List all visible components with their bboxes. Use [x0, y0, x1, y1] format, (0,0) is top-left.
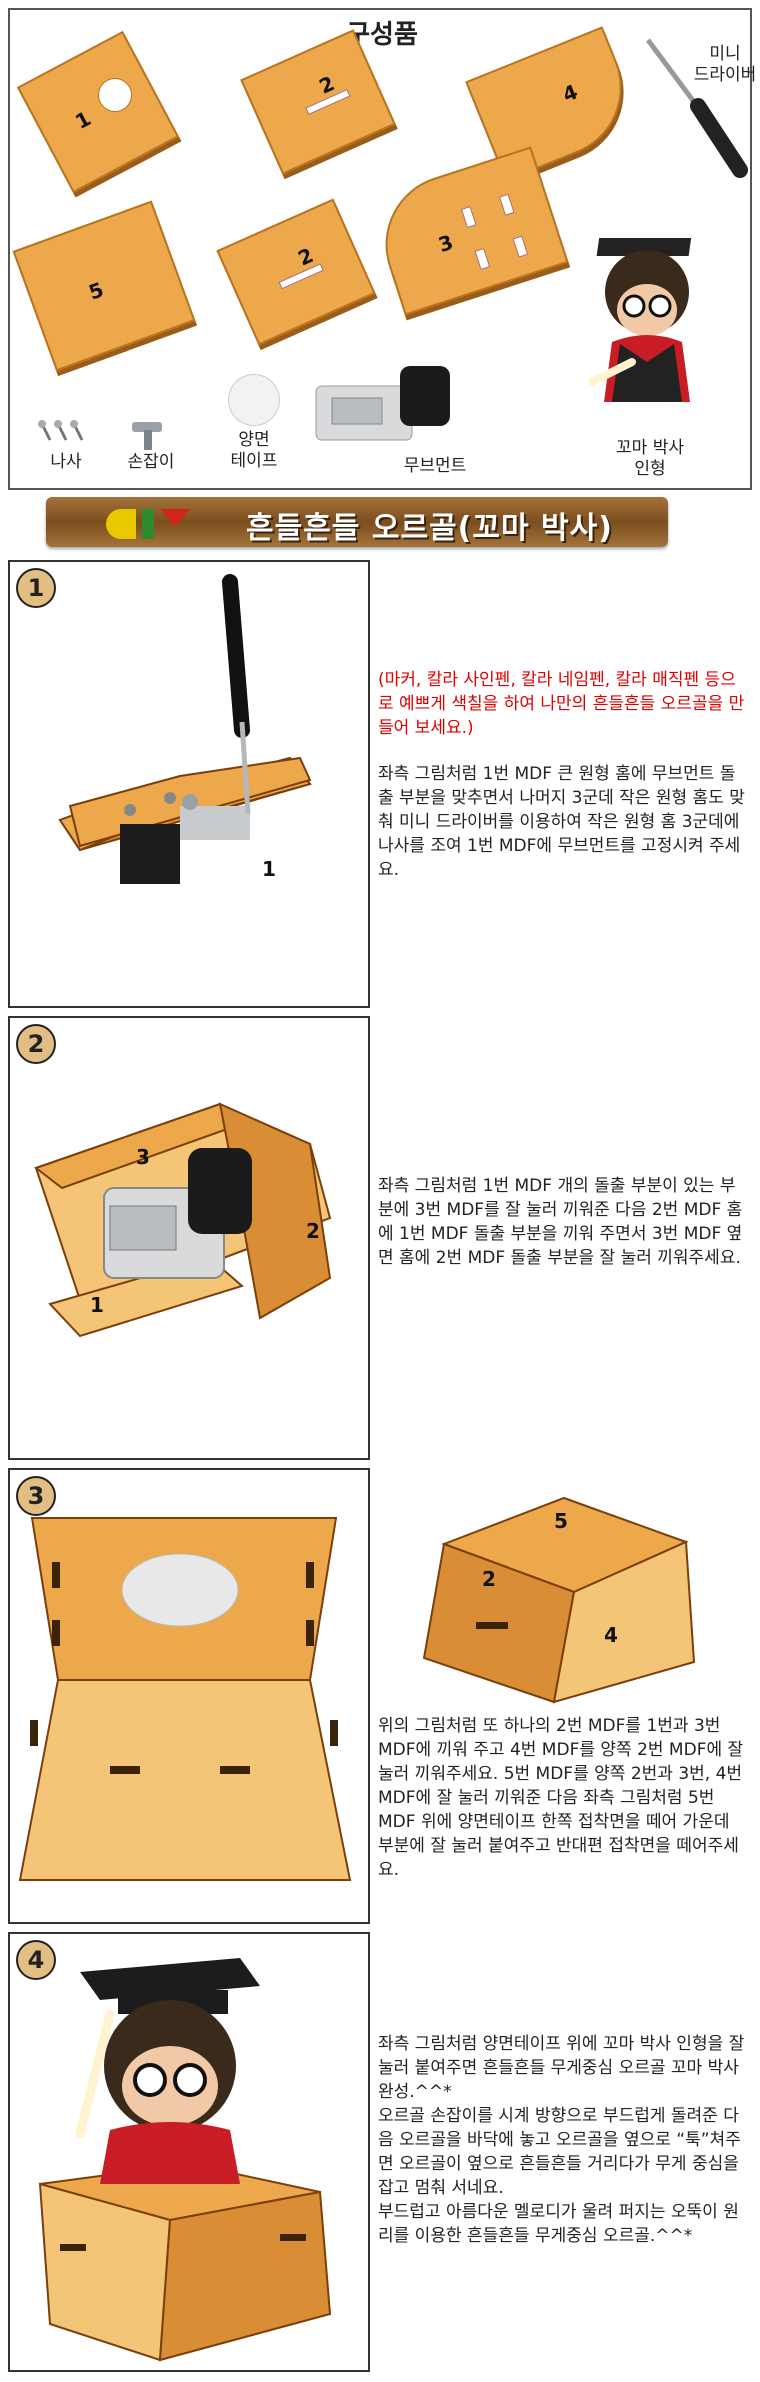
step-1-labels: 1	[262, 857, 276, 881]
doll-label: 꼬마 박사 인형	[616, 438, 684, 479]
step-1-label-1: 1	[262, 857, 276, 881]
mdf-piece-5: 5	[12, 200, 196, 372]
piece-number: 1	[71, 106, 95, 134]
page-title: 흔들흔들 오르골(꼬마 박사)	[246, 511, 613, 546]
screw-label: 나사	[50, 452, 82, 472]
step-4-badge: 4	[16, 1940, 56, 1980]
step-3-image: 3	[8, 1468, 370, 1924]
handle-icon	[132, 422, 162, 450]
title-banner: 흔들흔들 오르골(꼬마 박사)	[46, 497, 668, 547]
screws-icon	[38, 420, 84, 441]
step-4-text: 좌측 그림처럼 양면테이프 위에 꼬마 박사 인형을 잘 눌러 붙여주면 흔들흔…	[378, 2034, 745, 2246]
mdf-piece-2b: 2	[216, 198, 376, 346]
step-2-labels: 3 2 1	[90, 1145, 320, 1317]
step-1-illustration	[58, 574, 312, 884]
mdf-piece-1: 1	[16, 30, 180, 194]
diy-d-icon	[106, 509, 136, 539]
diy-y-icon	[160, 509, 190, 539]
mdf-piece-3: 3	[367, 146, 569, 316]
step-2-illustration	[33, 1102, 332, 1338]
step-3-illustration	[18, 1517, 352, 1881]
step-3-label-2: 2	[482, 1567, 496, 1591]
movement-icon	[315, 366, 450, 441]
piece-number: 5	[85, 277, 107, 305]
tape-icon	[228, 374, 280, 426]
movement-label: 무브먼트	[403, 456, 467, 476]
doll-icon	[588, 238, 692, 402]
screwdriver-label: 미니 드라이버	[693, 44, 757, 85]
mdf-piece-2: 2	[240, 29, 396, 175]
step-1-text: 좌측 그림처럼 1번 MDF 큰 원형 홈에 무브먼트 돌출 부분을 맞추면서 …	[378, 764, 745, 880]
piece-number: 4	[559, 79, 582, 107]
diy-i-icon	[142, 509, 154, 539]
handle-label: 손잡이	[127, 452, 175, 472]
step-2-text: 좌측 그림처럼 1번 MDF 개의 돌출 부분이 있는 부분에 3번 MDF를 …	[378, 1176, 743, 1268]
step-1-badge: 1	[16, 568, 56, 608]
step-3-badge: 3	[16, 1476, 56, 1516]
screwdriver-icon	[645, 38, 748, 178]
step-3-label-5: 5	[554, 1509, 568, 1533]
piece-hole	[92, 72, 139, 119]
step-1-image: 1 1	[8, 560, 370, 1008]
step-4-illustration	[38, 1958, 332, 2362]
step-2-image: 2 3 2 1	[8, 1016, 370, 1460]
step-2-label-3: 3	[136, 1145, 150, 1169]
step-1-note: (마커, 칼라 사인펜, 칼라 네임펜, 칼라 매직펜 등으로 예쁘게 색칠을 …	[378, 670, 745, 738]
step-3-box-illustration: 5 2 4	[422, 1496, 696, 1704]
step-2-label-2: 2	[306, 1219, 320, 1243]
piece-number: 3	[435, 229, 457, 258]
step-2-badge: 2	[16, 1024, 56, 1064]
step-4-image: 4	[8, 1932, 370, 2372]
step-3-text: 위의 그림처럼 또 하나의 2번 MDF를 1번과 3번 MDF에 끼워 주고 …	[378, 1716, 744, 1880]
tape-label: 양면 테이프	[230, 430, 278, 471]
step-2-label-1: 1	[90, 1293, 104, 1317]
parts-panel: 구성품 1 2 4 2 5 3 미니 드라이버	[8, 8, 756, 490]
step-3-label-4: 4	[604, 1623, 618, 1647]
